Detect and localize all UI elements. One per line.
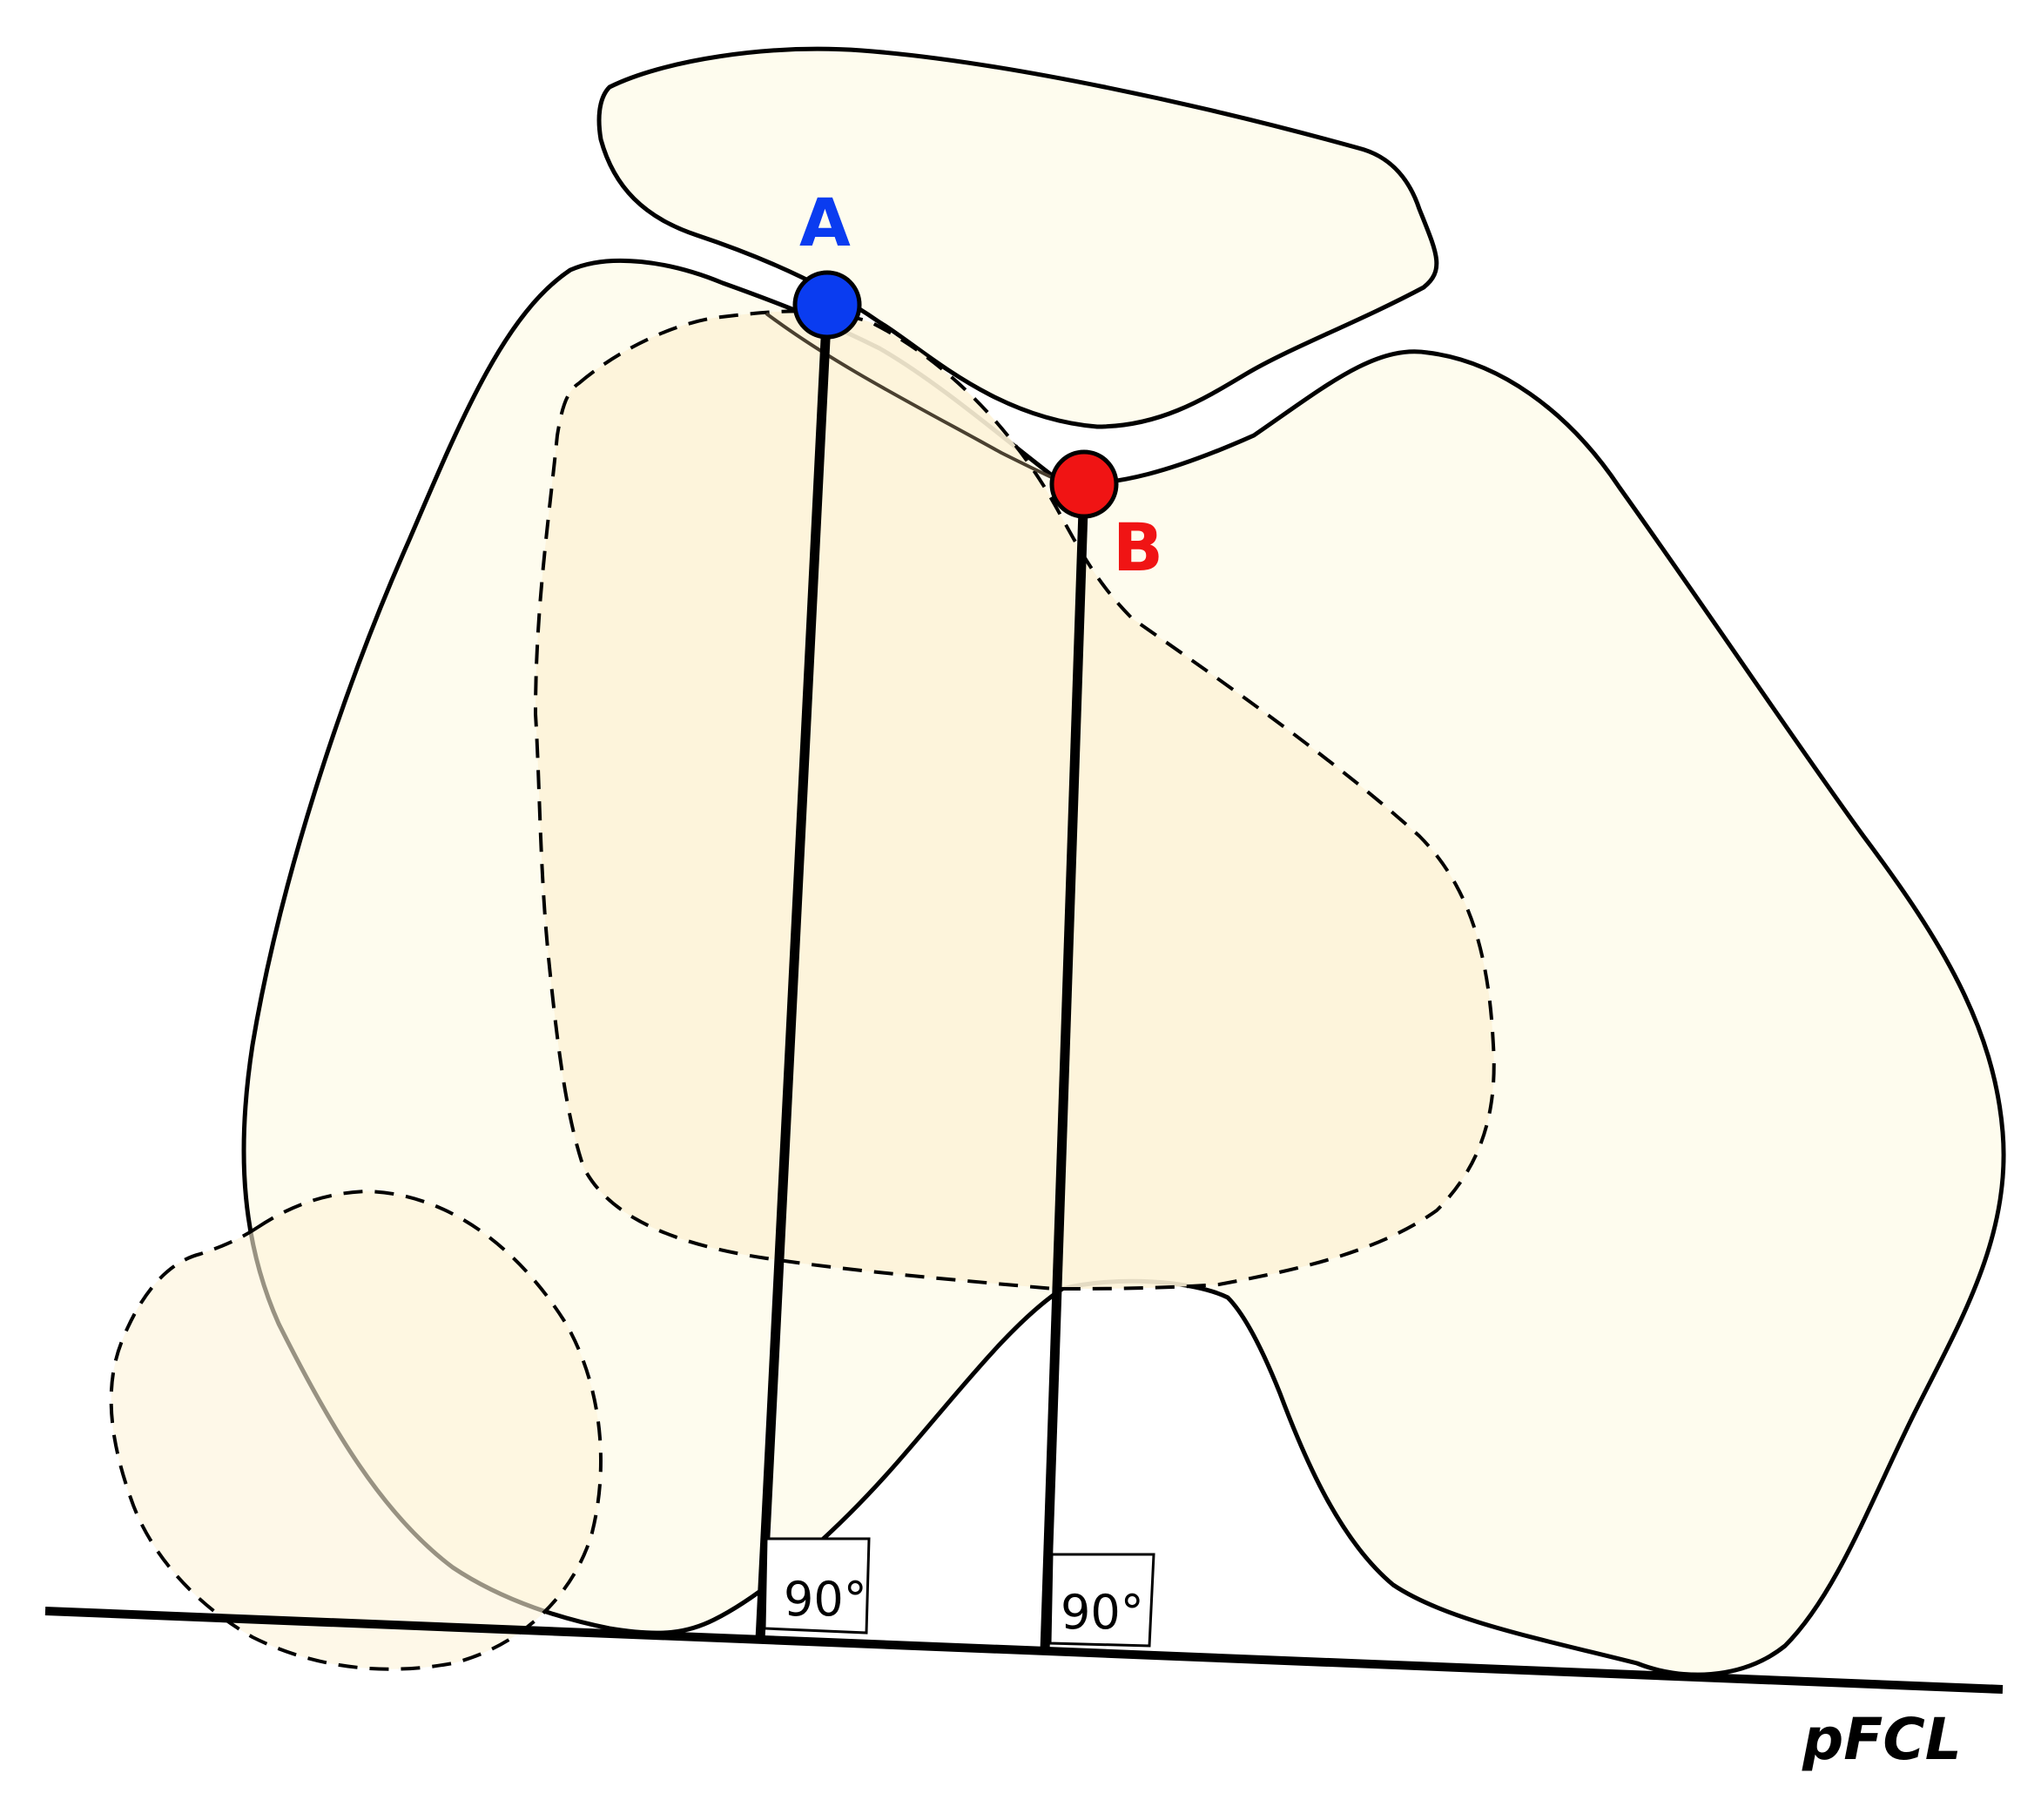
- perpendicular-line-a: [755, 304, 832, 1641]
- pfcl-reference-line: [44, 1607, 2004, 1694]
- perpendicular-line-b: [1040, 483, 1089, 1652]
- trochlear-surface-line: [765, 312, 1072, 488]
- right-angle-box-b: [1048, 1553, 1155, 1648]
- patella-shape: [596, 46, 1439, 429]
- point-b-marker: [1049, 449, 1119, 519]
- lower-left-dashed-circle: [109, 1189, 603, 1671]
- inner-dashed-region: [533, 309, 1496, 1291]
- right-angle-box-a: [763, 1537, 871, 1635]
- pfcl-label: pFCL: [1802, 1706, 1962, 1773]
- point-a-label: A: [799, 184, 851, 261]
- angle-label-a: 90°: [784, 1572, 867, 1627]
- angle-label-b: 90°: [1061, 1585, 1144, 1640]
- point-a-marker: [792, 270, 862, 340]
- point-b-label: B: [1113, 509, 1163, 586]
